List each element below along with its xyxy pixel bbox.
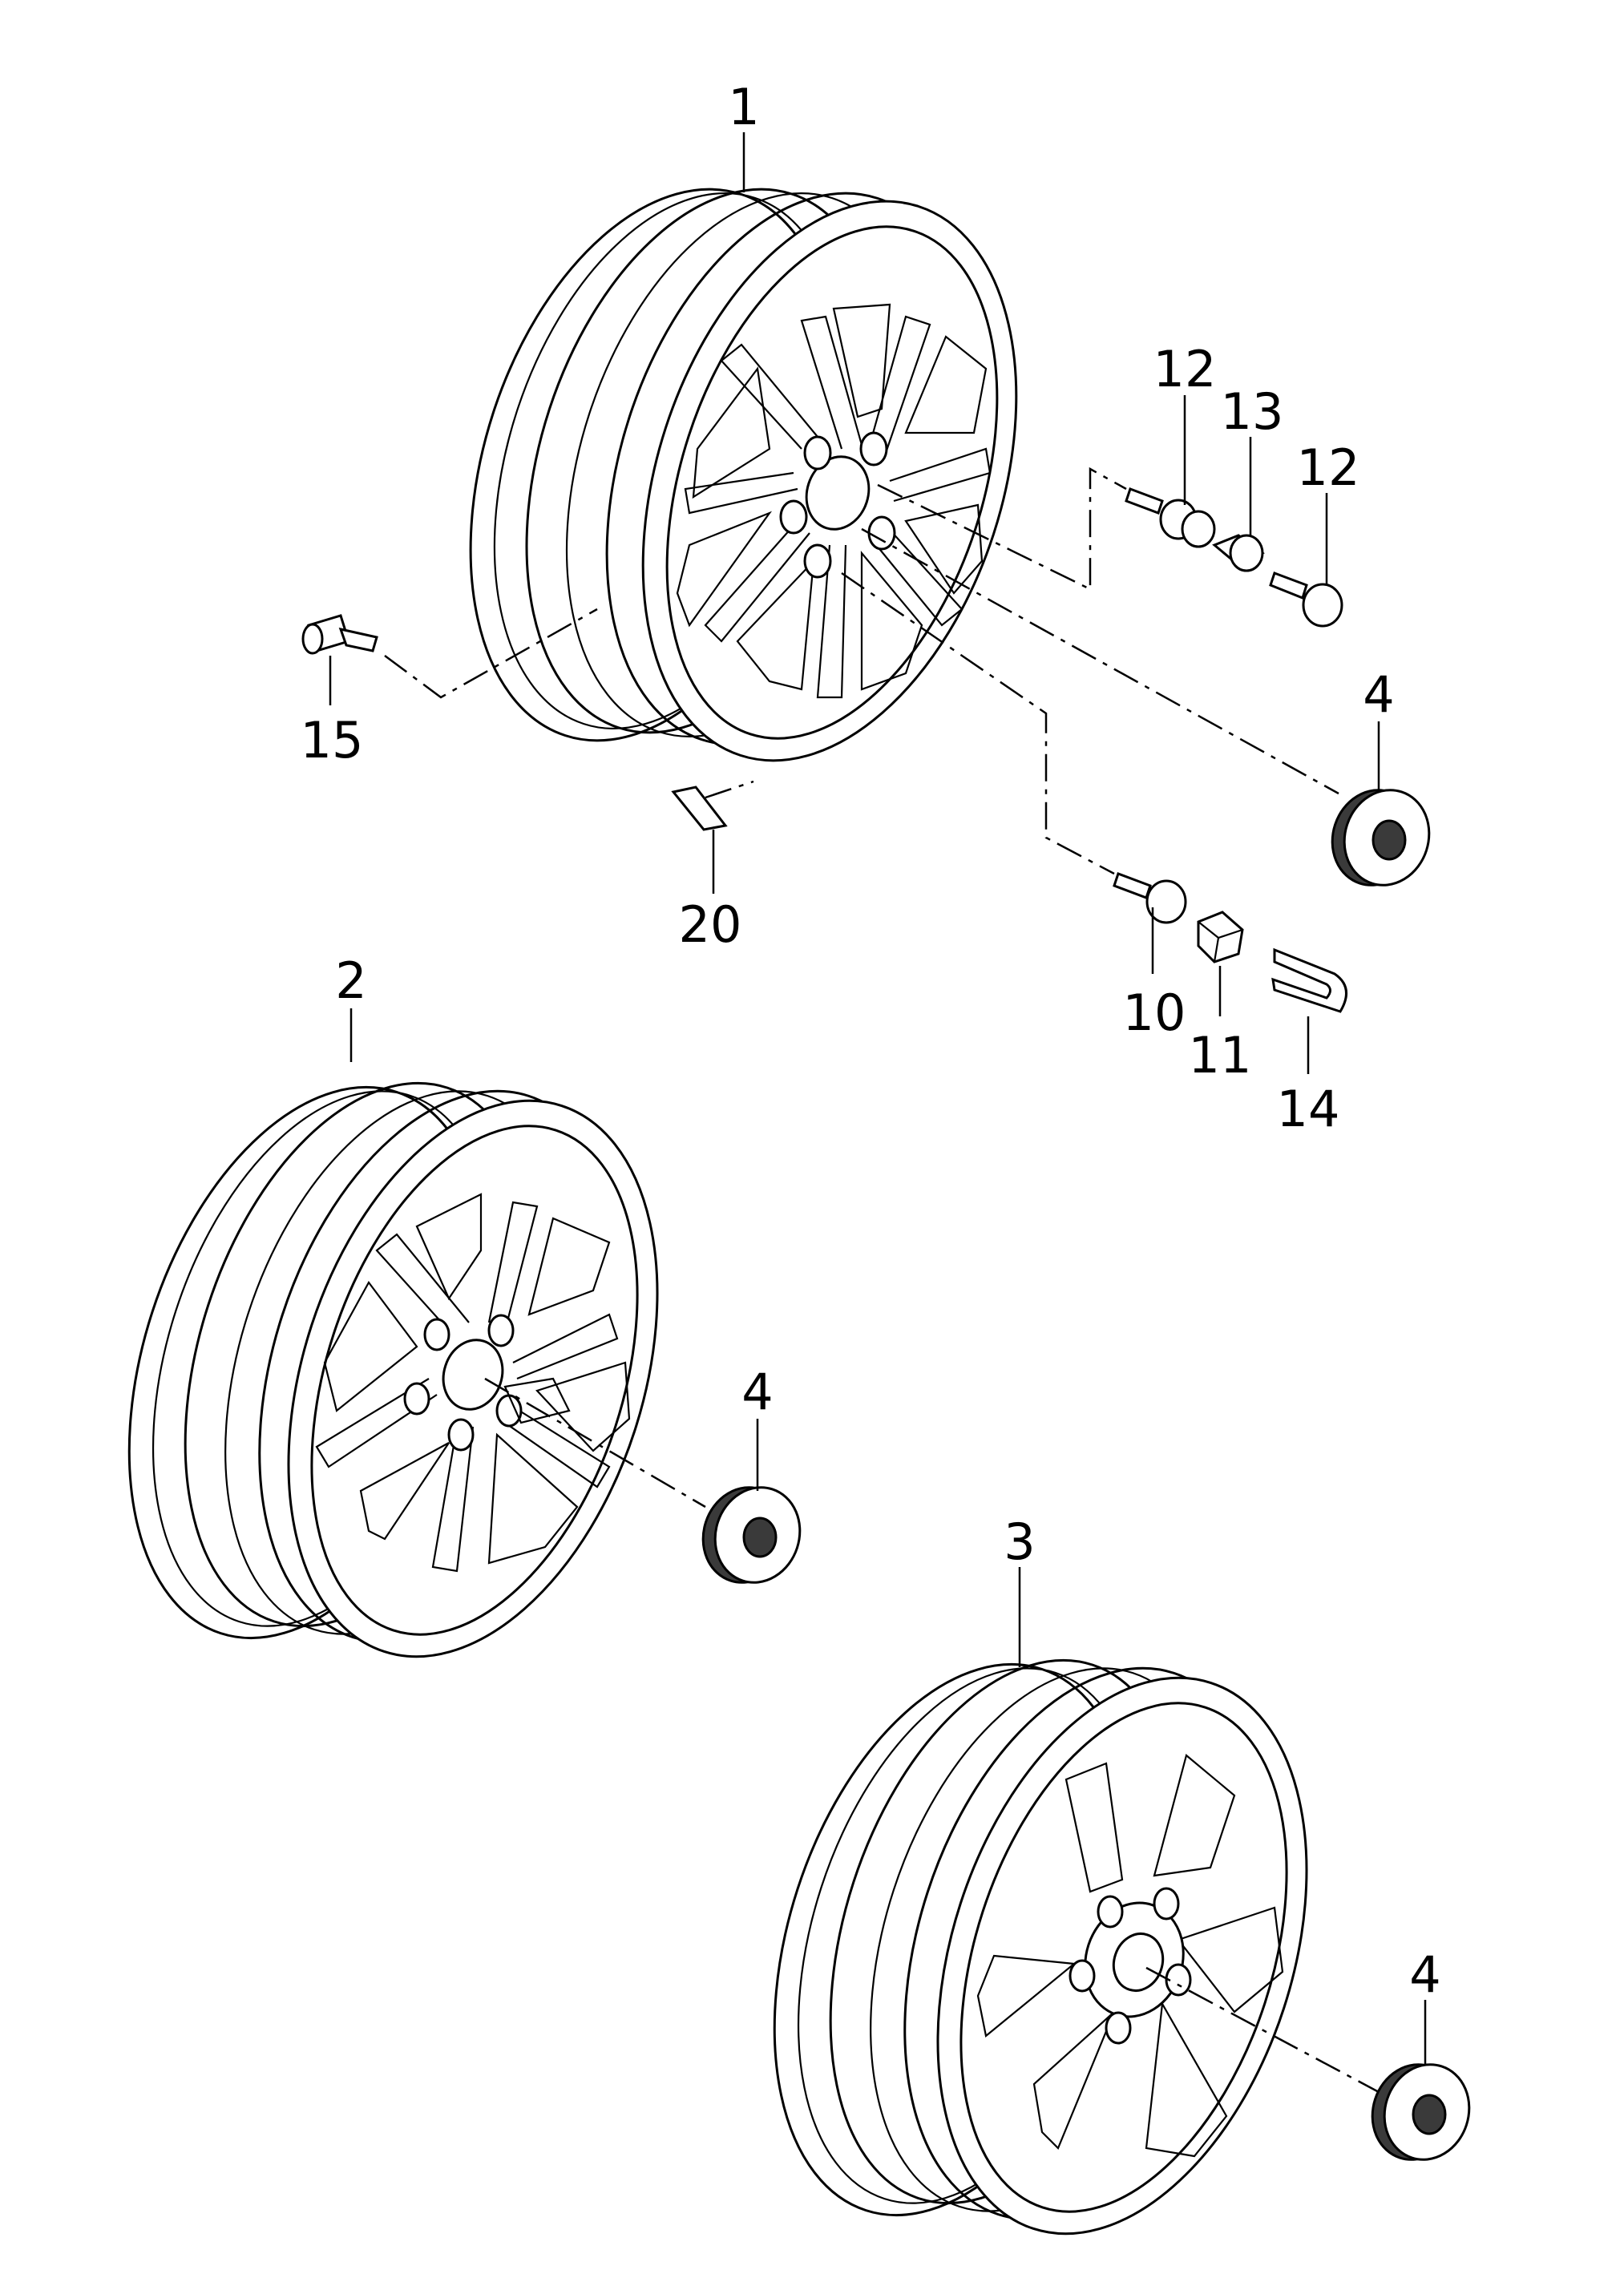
wheel-2: [127, 1081, 659, 1658]
wheel-3: [773, 1658, 1308, 2236]
callout-12a: 12: [1153, 340, 1217, 398]
callout-14: 14: [1277, 1080, 1340, 1138]
center-cap-4c: [1371, 2063, 1471, 2161]
callout-11: 11: [1189, 1026, 1252, 1084]
adapter-part-13: [1212, 534, 1265, 572]
bolt-cap-part-11: [1197, 911, 1244, 963]
center-cap-4b: [701, 1486, 802, 1584]
wheel-1: [469, 188, 1018, 762]
callout-4c: 4: [1409, 1945, 1440, 2004]
leader-lines: [329, 132, 1427, 2094]
callout-1: 1: [728, 78, 759, 136]
callout-4a: 4: [1363, 665, 1394, 724]
callout-12b: 12: [1297, 438, 1360, 497]
callout-4b: 4: [741, 1363, 773, 1421]
bolt-part-12b: [1269, 572, 1343, 628]
callout-15: 15: [301, 711, 364, 769]
balance-weight-part-20: [671, 786, 728, 831]
callout-10: 10: [1123, 983, 1186, 1042]
valve-part-15: [301, 614, 378, 655]
wheel-bolt-part-10: [1113, 872, 1187, 924]
callout-2: 2: [335, 951, 366, 1010]
callout-3: 3: [1004, 1513, 1035, 1571]
lock-bolt-part-12a: [1125, 487, 1216, 548]
center-cap-4a: [1331, 789, 1431, 887]
callout-13: 13: [1221, 382, 1284, 441]
removal-tool-part-14: [1271, 947, 1347, 1013]
callout-labels: 1 2 3 4 4 4 10 11 12 13 12 14 15 20: [301, 78, 1441, 2004]
callout-20: 20: [679, 895, 742, 954]
